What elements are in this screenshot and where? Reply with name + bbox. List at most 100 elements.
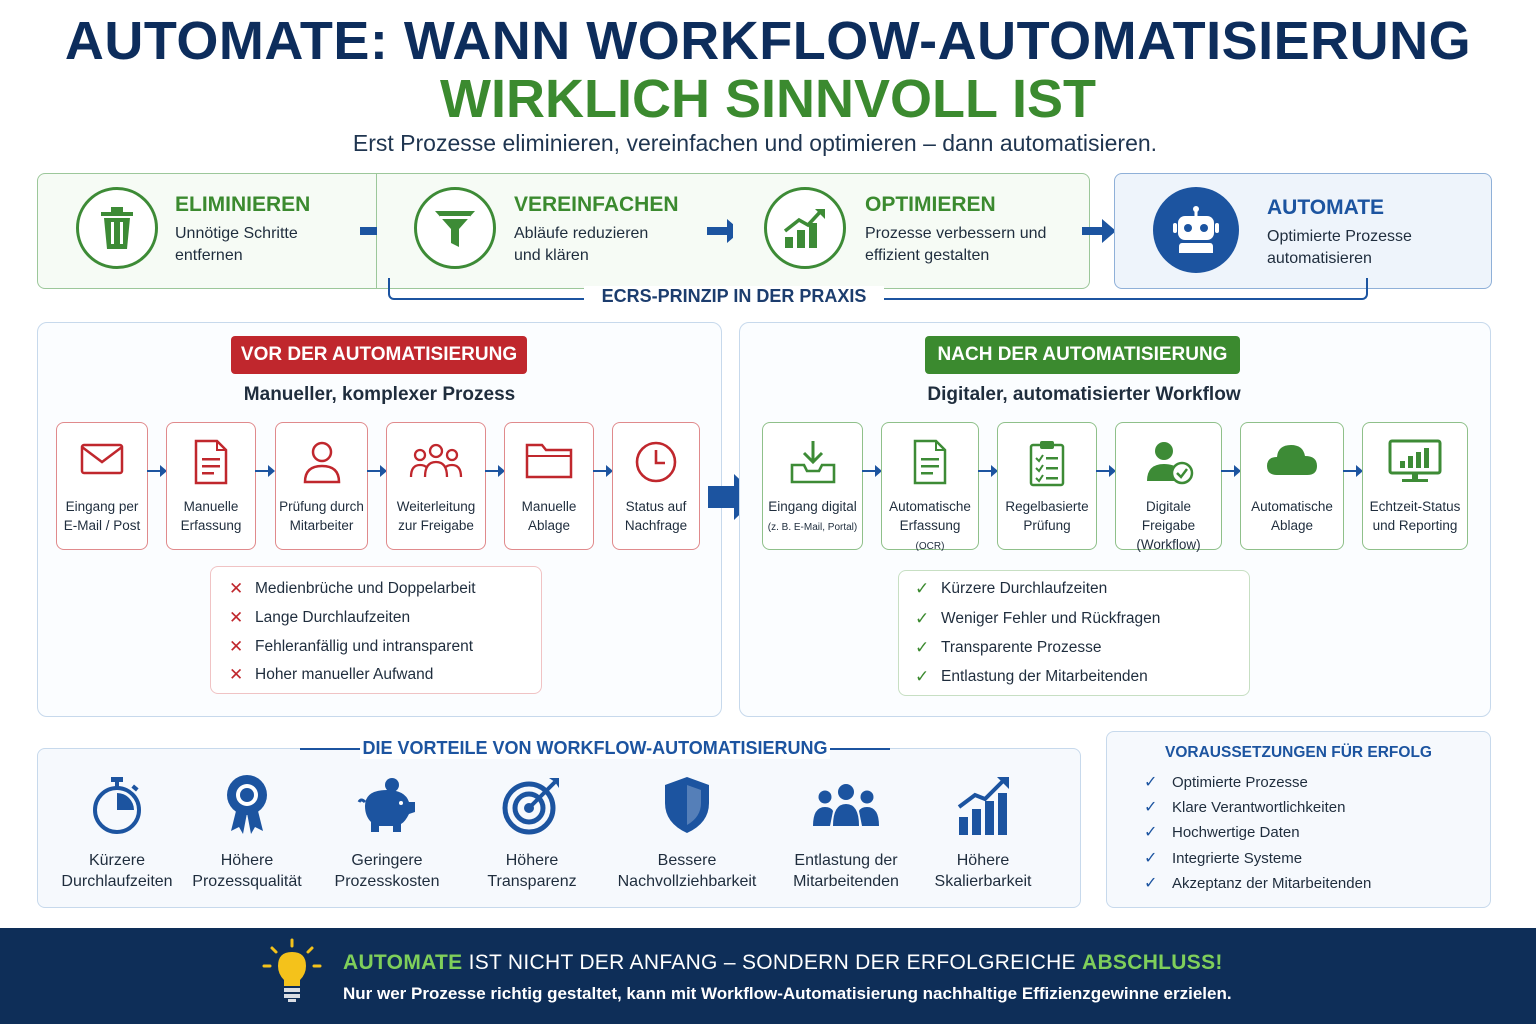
divider (300, 748, 360, 750)
after-step-label: Automatische Erfassung (889, 499, 971, 533)
check-icon: ✓ (1144, 875, 1158, 892)
piggy-bank-icon (357, 778, 415, 832)
after-step-label: Echtzeit-Status und Reporting (1369, 499, 1461, 533)
main-subtitle: Erst Prozesse eliminieren, vereinfachen … (352, 130, 1158, 156)
document-icon (194, 439, 228, 485)
bar-growth-icon (957, 777, 1009, 835)
checklist-icon (1029, 441, 1065, 487)
check-icon: ✓ (915, 609, 930, 628)
requirements-panel (1106, 731, 1491, 908)
after-step-erfassung: Automatische Erfassung (OCR) (881, 422, 979, 552)
benefit-item: ✓Entlastung der Mitarbeitenden (915, 667, 1148, 686)
footer-banner (0, 928, 1536, 1024)
growth-chart-icon (764, 187, 846, 269)
before-step-weiterleitung: Weiterleitung zur Freigabe (386, 422, 486, 550)
divider (830, 748, 890, 750)
main-title-line2: WIRKLICH SINNVOLL IST (440, 69, 1096, 129)
before-step-erfassung: Manuelle Erfassung (166, 422, 256, 550)
arrow-right-icon (255, 465, 275, 477)
arrow-right-icon (1221, 465, 1241, 477)
trash-icon (76, 187, 158, 269)
arrow-right-icon (593, 465, 613, 477)
clock-icon (635, 441, 677, 483)
footer-headline: AUTOMATE IST NICHT DER ANFANG – SONDERN … (343, 951, 1223, 974)
ecrs-title-automate: AUTOMATE (1267, 196, 1385, 219)
before-step-status: Status auf Nachfrage (612, 422, 700, 550)
before-step-mail: Eingang per E-Mail / Post (56, 422, 148, 550)
after-step-label: Eingang digital (768, 499, 857, 514)
shield-icon (665, 777, 709, 833)
monitor-chart-icon (1388, 439, 1442, 482)
check-icon: ✓ (915, 579, 930, 598)
cloud-icon (1267, 445, 1317, 475)
stopwatch-icon (93, 777, 141, 834)
team-icon (813, 784, 879, 826)
requirement-item: ✓Integrierte Systeme (1144, 849, 1303, 868)
after-step-note: (OCR) (915, 541, 945, 552)
ecrs-desc-eliminieren: Unnötige Schritte entfernen (175, 225, 298, 264)
arrow-right-icon (367, 465, 387, 477)
before-issues-box (210, 566, 542, 694)
requirements-title: VORAUSSETZUNGEN FÜR ERFOLG (1165, 744, 1432, 761)
ecrs-label: ECRS-PRINZIP IN DER PRAXIS (584, 286, 884, 307)
benefit-item: ✓Transparente Prozesse (915, 638, 1102, 657)
funnel-icon (414, 187, 496, 269)
requirement-item: ✓Optimierte Prozesse (1144, 773, 1308, 792)
requirement-item: ✓Klare Verantwortlichkeiten (1144, 798, 1346, 817)
ecrs-title-vereinfachen: VEREINFACHEN (514, 193, 679, 216)
ecrs-desc-automate: Optimierte Prozesse automatisieren (1267, 228, 1412, 267)
before-step-pruefung: Prüfung durch Mitarbeiter (275, 422, 368, 550)
after-step-reporting: Echtzeit-Status und Reporting (1362, 422, 1468, 550)
advantages-panel (37, 748, 1081, 908)
issue-item: ✕Fehleranfällig und intransparent (229, 637, 473, 656)
lightbulb-icon (262, 938, 322, 1002)
check-icon: ✓ (915, 638, 930, 657)
arrow-right-icon (978, 465, 998, 477)
x-mark-icon: ✕ (229, 665, 244, 684)
issue-item: ✕Hoher manueller Aufwand (229, 665, 434, 684)
x-mark-icon: ✕ (229, 608, 244, 627)
ecrs-title-eliminieren: ELIMINIEREN (175, 193, 311, 216)
check-icon: ✓ (1144, 824, 1158, 841)
after-step-ablage: Automatische Ablage (1240, 422, 1344, 550)
benefit-item: ✓Kürzere Durchlaufzeiten (915, 579, 1108, 598)
after-benefits-box (898, 570, 1250, 696)
after-step-eingang: Eingang digital (z. B. E-Mail, Portal) (762, 422, 863, 550)
after-tag: NACH DER AUTOMATISIERUNG (925, 336, 1240, 374)
user-icon (303, 441, 340, 484)
target-icon (502, 778, 559, 835)
before-step-label: Status auf Nachfrage (624, 499, 688, 533)
after-step-label: Digitale Freigabe (Workflow) (1136, 499, 1201, 552)
ecrs-title-optimieren: OPTIMIEREN (865, 193, 996, 216)
folder-icon (525, 443, 573, 479)
after-step-pruefung: Regelbasierte Prüfung (997, 422, 1097, 550)
arrow-right-icon (1082, 219, 1116, 243)
before-step-label: Weiterleitung zur Freigabe (396, 499, 476, 533)
arrow-right-icon (862, 465, 882, 477)
arrow-right-icon (707, 219, 741, 243)
x-mark-icon: ✕ (229, 579, 244, 598)
ecrs-desc-optimieren: Prozesse verbessern und effizient gestal… (865, 225, 1047, 264)
inbox-icon (790, 441, 835, 484)
after-step-freigabe: Digitale Freigabe (Workflow) (1115, 422, 1222, 552)
arrow-right-icon (147, 465, 167, 477)
x-mark-icon: ✕ (229, 637, 244, 656)
robot-icon (1153, 187, 1239, 273)
advantages-title: DIE VORTEILE VON WORKFLOW-AUTOMATISIERUN… (360, 738, 830, 759)
document-icon (913, 439, 947, 485)
ecrs-desc-vereinfachen: Abläufe reduzieren und klären (514, 225, 649, 264)
before-step-label: Manuelle Ablage (521, 499, 577, 533)
issue-item: ✕Lange Durchlaufzeiten (229, 608, 411, 627)
group-icon (409, 443, 463, 478)
arrow-right-icon (1096, 465, 1116, 477)
before-step-label: Manuelle Erfassung (180, 499, 242, 533)
check-icon: ✓ (915, 667, 930, 686)
after-step-note: (z. B. E-Mail, Portal) (767, 522, 858, 533)
user-check-icon (1146, 442, 1193, 485)
